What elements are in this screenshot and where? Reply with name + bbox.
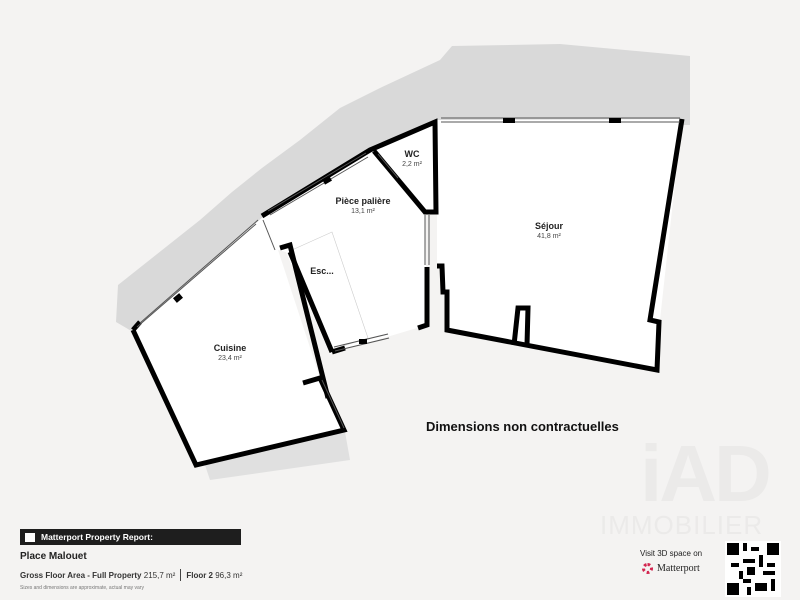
shadow-bottom bbox=[205, 432, 350, 480]
floor-label: Floor 2 bbox=[186, 570, 213, 580]
walls bbox=[130, 118, 685, 468]
report-title: Matterport Property Report: bbox=[41, 532, 153, 542]
building-icon bbox=[25, 532, 35, 542]
report-header: Matterport Property Report: bbox=[20, 529, 241, 545]
qr-code-icon bbox=[727, 543, 779, 595]
disclaimer: Dimensions non contractuelles bbox=[426, 419, 619, 434]
gross-value: 215,7 m² bbox=[143, 570, 176, 580]
window-mullions bbox=[173, 118, 621, 344]
exterior-shadow bbox=[116, 44, 690, 332]
floor-value: 96,3 m² bbox=[215, 570, 243, 580]
visit-text: Visit 3D space on bbox=[640, 549, 703, 558]
matterport-brand: Matterport bbox=[657, 563, 700, 574]
room-wc bbox=[374, 122, 436, 212]
room-piece-paliere bbox=[264, 151, 427, 354]
matterport-link[interactable]: Matterport bbox=[642, 563, 700, 574]
immobilier-watermark: IMMOBILIER bbox=[600, 510, 764, 540]
gross-label: Gross Floor Area - Full Property bbox=[20, 570, 142, 580]
qr-code[interactable] bbox=[725, 541, 781, 597]
room-sejour bbox=[437, 119, 682, 370]
room-label-escalier: Esc... bbox=[310, 266, 334, 276]
divider bbox=[180, 569, 182, 581]
iad-watermark: iAD bbox=[640, 429, 772, 518]
disclaimer-note: Sizes and dimensions are approximate, ac… bbox=[20, 585, 144, 591]
place-name: Place Malouet bbox=[20, 551, 87, 562]
room-cuisine bbox=[133, 216, 344, 465]
area-summary: Gross Floor Area - Full Property 215,7 m… bbox=[20, 569, 242, 581]
matterport-logo-icon bbox=[642, 563, 653, 574]
